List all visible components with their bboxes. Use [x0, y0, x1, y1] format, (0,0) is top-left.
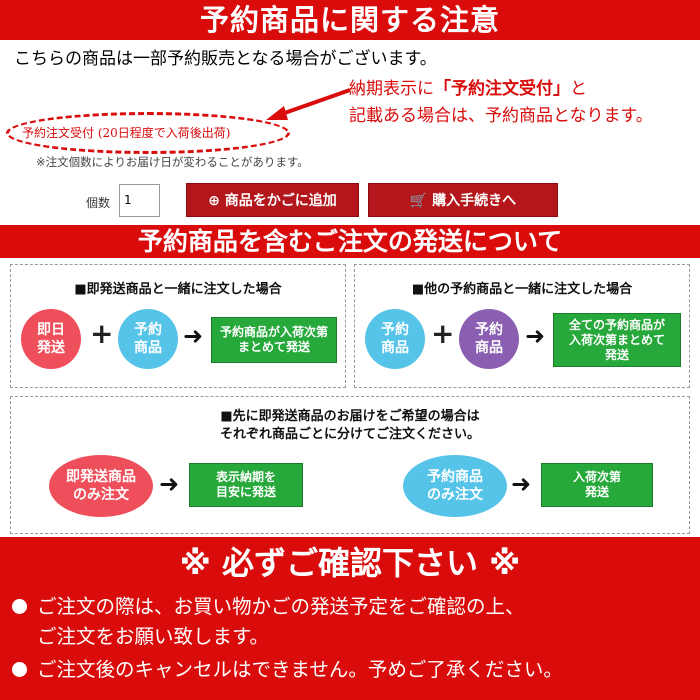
callout-line1: 納期表示に「予約注文受付」と	[349, 76, 653, 103]
arrow-right-icon: ➜	[525, 322, 546, 350]
ship-result-box: 予約商品が入荷次第 まとめて発送	[211, 317, 337, 363]
section-title: 予約商品を含むご注文の発送について	[137, 227, 563, 256]
reserve-item-circle: 予約 商品	[118, 309, 178, 369]
notice-item-1-line2: ご注文をお願い致します。	[37, 625, 270, 648]
add-to-cart-button[interactable]: ⊕ 商品をかごに追加	[186, 183, 359, 217]
footer-heading: ※ 必ずご確認下さい ※	[179, 544, 521, 582]
arrow-right-icon: ➜	[183, 322, 204, 350]
checkout-button[interactable]: 🛒 購入手続きへ	[368, 183, 558, 217]
panel-separate-orders: ■先に即発送商品のお届けをご希望の場合は それぞれ商品ごとに分けてご注文ください…	[10, 396, 690, 534]
other-reserve-item-circle: 予約 商品	[459, 309, 519, 369]
ship-result-box: 入荷次第 発送	[541, 463, 653, 507]
arrow-right-icon: ➜	[511, 470, 532, 498]
reserve-label: 予約注文受付 (20日程度で入荷後出荷)	[22, 126, 231, 140]
panel-with-reserve-items: ■他の予約商品と一緒に注文した場合 予約 商品 + 予約 商品 ➜ 全ての予約商…	[354, 264, 690, 388]
panel-title: ■即発送商品と一緒に注文した場合	[74, 282, 282, 297]
panel-title-line1: ■先に即発送商品のお届けをご希望の場合は	[220, 409, 480, 424]
reserve-item-circle: 予約 商品	[365, 309, 425, 369]
section-banner: 予約商品を含むご注文の発送について	[0, 225, 700, 258]
top-banner: 予約商品に関する注意	[0, 0, 700, 40]
notice-item-1: ご注文の際は、お買い物かごの発送予定をご確認の上、	[12, 592, 525, 622]
quantity-label: 個数	[86, 196, 111, 210]
callout-suffix: と	[570, 79, 587, 99]
bottom-banner: ※ 必ずご確認下さい ※ ご注文の際は、お買い物かごの発送予定をご確認の上、 ご…	[0, 537, 700, 700]
instant-only-circle: 即発送商品 のみ注文	[49, 455, 153, 517]
ship-result-box: 表示納期を 目安に発送	[189, 463, 303, 507]
notice-item-1-line1: ご注文の際は、お買い物かごの発送予定をご確認の上、	[37, 595, 525, 618]
bullet-icon	[12, 662, 27, 677]
plus-icon: +	[90, 317, 114, 350]
intro-text: こちらの商品は一部予約販売となる場合がございます。	[14, 49, 437, 69]
panel-title-line2: それぞれ商品ごとに分けてご注文ください。	[219, 427, 480, 442]
quantity-input[interactable]: 1	[119, 184, 160, 217]
ship-result-box: 全ての予約商品が 入荷次第まとめて 発送	[553, 313, 681, 367]
callout-prefix: 納期表示に	[349, 79, 434, 99]
notice-item-2-text: ご注文後のキャンセルはできません。予めご了承ください。	[37, 658, 563, 681]
panel-with-instant-items: ■即発送商品と一緒に注文した場合 即日 発送 + 予約 商品 ➜ 予約商品が入荷…	[10, 264, 346, 388]
callout-arrow-icon	[266, 88, 351, 120]
instant-ship-circle: 即日 発送	[21, 309, 81, 369]
reserve-only-circle: 予約商品 のみ注文	[403, 455, 507, 517]
page-title: 予約商品に関する注意	[199, 3, 500, 37]
callout-text: 納期表示に「予約注文受付」と 記載ある場合は、予約商品となります。	[349, 76, 653, 130]
notice-item-2: ご注文後のキャンセルはできません。予めご了承ください。	[12, 655, 563, 685]
notice-text: ※注文個数によりお届け日が変わることがあります。	[36, 155, 309, 169]
plus-icon: +	[431, 317, 455, 350]
checkout-button-label: 購入手続きへ	[432, 193, 517, 209]
bullet-icon	[12, 599, 27, 614]
arrow-right-icon: ➜	[159, 470, 180, 498]
panel-title: ■他の予約商品と一緒に注文した場合	[411, 282, 633, 297]
cart-icon: 🛒	[409, 193, 428, 209]
highlight-ellipse	[6, 112, 290, 154]
callout-highlight: 「予約注文受付」	[434, 79, 570, 99]
callout-line2: 記載ある場合は、予約商品となります。	[349, 106, 653, 126]
